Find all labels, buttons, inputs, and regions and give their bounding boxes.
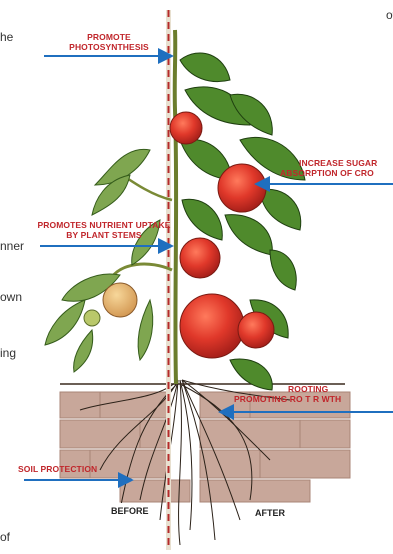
edge-text-1: of — [386, 8, 393, 22]
label-soil-protection: SOIL PROTECTION — [18, 464, 124, 474]
main-stem — [175, 30, 176, 384]
caption-after: AFTER — [250, 505, 290, 521]
label-sugar: INCREASE SUGAR ABSORPTION OF CRO — [280, 158, 393, 178]
left-leaves — [45, 149, 160, 372]
label-nutrient-line2: BY PLANT STEMS — [14, 230, 194, 240]
edge-text-6: of — [0, 530, 10, 544]
edge-text-4: own — [0, 290, 22, 304]
label-rooting-line1: ROOTING — [230, 384, 393, 394]
label-rooting-line2: PROMOTING RO T R WTH — [230, 394, 393, 404]
label-rooting: ROOTING PROMOTING RO T R WTH — [230, 384, 393, 404]
caption-before: BEFORE — [106, 503, 154, 519]
label-sugar-line2: ABSORPTION OF CRO — [280, 168, 393, 178]
edge-text-5: ing — [0, 346, 16, 360]
edge-text-3: nner — [0, 239, 24, 253]
label-sugar-line1: INCREASE SUGAR — [280, 158, 393, 168]
label-photosynthesis-line2: PHOTOSYNTHESIS — [44, 42, 174, 52]
label-nutrient-line1: PROMOTES NUTRIENT UPTAKE — [14, 220, 194, 230]
stake — [166, 10, 171, 550]
label-photosynthesis-line1: PROMOTE — [44, 32, 174, 42]
edge-text-2: he — [0, 30, 13, 44]
label-photosynthesis: PROMOTE PHOTOSYNTHESIS — [44, 32, 174, 52]
unripe-tomato — [103, 283, 137, 317]
label-nutrient: PROMOTES NUTRIENT UPTAKE BY PLANT STEMS — [14, 220, 194, 240]
brick-wall — [60, 392, 350, 502]
